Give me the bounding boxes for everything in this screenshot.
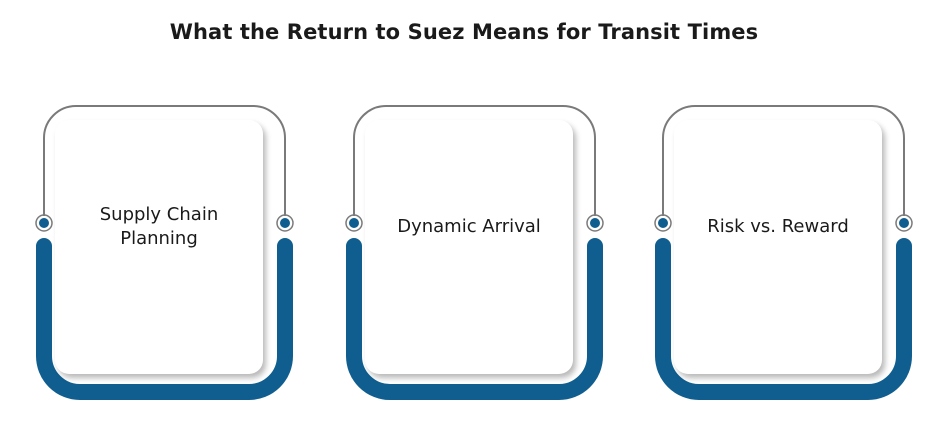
left-node-icon — [37, 216, 51, 230]
right-node-icon — [278, 216, 292, 230]
card-dynamic-arrival: Dynamic Arrival — [343, 98, 613, 406]
card-supply-chain-planning: Supply Chain Planning — [33, 98, 303, 406]
frame-top-outline — [43, 105, 286, 216]
right-node-icon — [897, 216, 911, 230]
right-node-icon — [588, 216, 602, 230]
card-label: Supply Chain Planning — [99, 204, 219, 249]
card-frame — [35, 105, 294, 400]
frame-top-outline — [353, 105, 596, 216]
card-frame — [345, 105, 604, 400]
card-body: Dynamic Arrival — [365, 120, 573, 374]
card-label: Risk vs. Reward — [707, 216, 849, 237]
left-node-icon — [656, 216, 670, 230]
diagram-title: What the Return to Suez Means for Transi… — [169, 20, 759, 44]
frame-bottom-band — [36, 238, 293, 400]
card-risk-vs-reward: Risk vs. Reward — [652, 98, 922, 406]
card-label: Dynamic Arrival — [397, 216, 541, 237]
frame-bottom-band — [346, 238, 603, 400]
card-body: Risk vs. Reward — [674, 120, 882, 374]
frame-bottom-band — [655, 238, 912, 400]
frame-top-outline — [662, 105, 905, 216]
card-frame — [654, 105, 913, 400]
left-node-icon — [347, 216, 361, 230]
card-body: Supply Chain Planning — [55, 120, 263, 374]
